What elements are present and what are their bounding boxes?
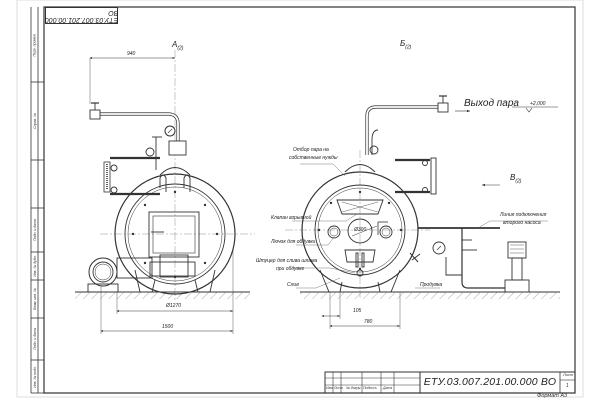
side-cell-sign-date: Подп. и дата bbox=[32, 219, 37, 241]
callout-drain: Слив bbox=[287, 282, 299, 288]
callout-pump-line-2: второго насоса bbox=[503, 220, 541, 226]
tb-header-signature: Подпись bbox=[363, 386, 377, 390]
dim-overall-width: 1500 bbox=[162, 324, 174, 330]
sheet-label: Лист bbox=[563, 372, 574, 377]
side-cell-orig-inv: Инв. № подл. bbox=[32, 365, 37, 388]
title-block bbox=[324, 371, 576, 394]
document-code-stamp-rotated: ЕТУ.03.007.201.00.000 ВО bbox=[45, 7, 118, 24]
page-border bbox=[16, 0, 584, 398]
side-cell-first-use: Перв. примен. bbox=[32, 32, 37, 57]
side-cell-repl-inv: Взам. инв. № bbox=[32, 288, 37, 310]
dim-inner-diameter: Ø300 bbox=[354, 227, 367, 233]
document-code: ЕТУ.03.007.201.00.000 ВО bbox=[423, 376, 557, 388]
tb-header-change: Изм bbox=[326, 386, 333, 390]
dim-diameter: Ø1270 bbox=[166, 303, 182, 309]
callout-pump-line-1: Линия подключения bbox=[500, 212, 547, 218]
elevation-mark: +2,000 bbox=[530, 101, 546, 107]
dim-support-offset: 105 bbox=[353, 308, 362, 314]
side-cell-sign-date-2: Подп. и дата bbox=[32, 328, 37, 350]
callout-explosion-valve: Клапан взрывной bbox=[271, 215, 312, 221]
tb-header-doc-number: № докум. bbox=[346, 386, 362, 390]
view-label-a: А(2) bbox=[172, 40, 184, 52]
callout-purge: Продувка bbox=[420, 282, 443, 288]
side-cell-ref-number: Справ. № bbox=[32, 113, 37, 129]
tb-header-sheet: Лист bbox=[334, 386, 344, 390]
document-code-rotated: ЕТУ.03.007.201.00.000 ВО bbox=[44, 8, 119, 23]
dim-top-width: 940 bbox=[127, 51, 136, 57]
callout-sludge-fitting-1: Штуцер для слива шлама bbox=[256, 258, 318, 264]
callout-sludge-fitting-2: при обдувке bbox=[276, 266, 305, 272]
view-label-b: Б(2) bbox=[400, 39, 412, 51]
callout-blowdown-hatch: Лючок для обдувки bbox=[271, 239, 316, 245]
tb-header-date: Дата bbox=[383, 386, 393, 390]
side-cell-dup-inv: Инв. № дубл. bbox=[32, 255, 37, 277]
callout-steam-takeoff-2: собственные нужды bbox=[289, 155, 338, 161]
view-label-v: В(2) bbox=[510, 173, 522, 185]
dim-support-span: 780 bbox=[364, 319, 373, 325]
boiler-view-a bbox=[75, 50, 255, 334]
boiler-view-b bbox=[285, 95, 560, 329]
callout-steam-outlet: Выход пара bbox=[464, 98, 519, 109]
sheet-number: 1 bbox=[566, 383, 569, 389]
callout-steam-takeoff-1: Отбор пара на bbox=[293, 147, 329, 153]
drawing-frame bbox=[43, 6, 576, 394]
paper-format: Формат А3 bbox=[537, 393, 568, 399]
